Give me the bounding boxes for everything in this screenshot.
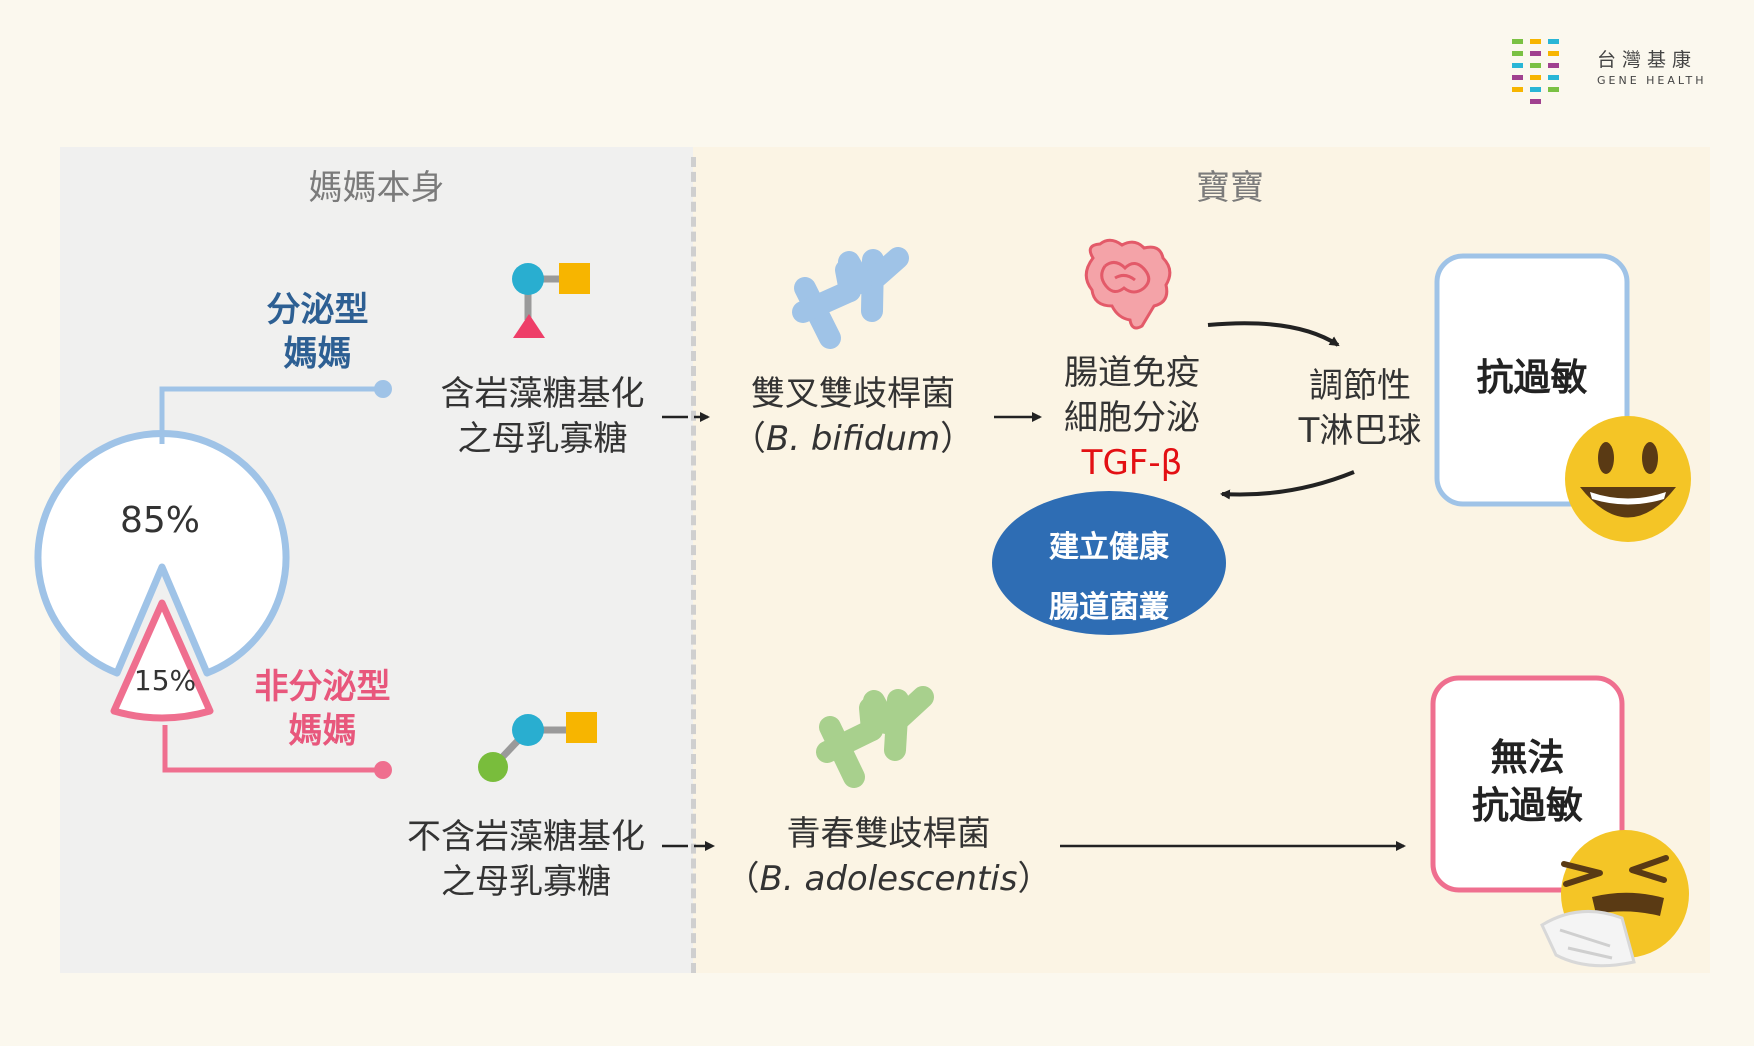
immune-secretion-label: 腸道免疫 細胞分泌 TGF-β (1064, 353, 1200, 483)
no-anti-allergy-label: 無法 抗過敏 (1472, 736, 1583, 827)
arrow-treg-to-immune (1220, 470, 1355, 500)
logo-bars-icon (1512, 39, 1559, 104)
adolescentis-bacteria-icon (816, 686, 934, 788)
bifidum-bacteria-icon (792, 247, 909, 349)
pie-nonsecretor-slice (110, 599, 214, 722)
gut-flora-label: 建立健康 腸道菌叢 (1049, 530, 1169, 625)
pie-nonsecretor-percent: 15% (133, 664, 197, 697)
nonsecretor-connector (162, 725, 383, 773)
bifidum-label: 雙叉雙歧桿菌 （B. bifidum） (731, 374, 975, 459)
pie-secretor-percent: 85% (119, 500, 200, 541)
gut-flora-ellipse (992, 491, 1226, 635)
nonfucosylated-hmo-label: 不含岩藻糖基化 之母乳寡糖 (407, 817, 645, 902)
sneezing-face-icon (1540, 830, 1689, 968)
adolescentis-label: 青春雙歧桿菌 （B. adolescentis） (725, 814, 1052, 899)
outcome-box-no-anti-allergy (1430, 675, 1625, 893)
section-baby-title: 寶寶 (1196, 168, 1264, 208)
fucosylated-hmo-label: 含岩藻糖基化 之母乳寡糖 (440, 374, 645, 459)
secretor-mother-label: 分泌型 媽媽 (266, 290, 369, 374)
logo-name: 台灣基康 (1597, 49, 1698, 71)
happy-face-icon (1565, 416, 1691, 542)
oligosaccharide-fucosylated-icon (512, 263, 590, 338)
logo-tagline: GENE HEALTH (1597, 74, 1707, 87)
section-mother-title: 媽媽本身 (308, 168, 445, 208)
intestine-icon (1084, 238, 1172, 330)
oligosaccharide-nonfucosylated-icon (478, 712, 597, 782)
treg-label: 調節性 T淋巴球 (1298, 366, 1422, 451)
arrow-immune-to-treg (1207, 321, 1340, 347)
panel-divider (691, 157, 696, 973)
nonsecretor-mother-label: 非分泌型 媽媽 (254, 667, 391, 751)
secretor-connector (159, 386, 383, 444)
anti-allergy-label: 抗過敏 (1476, 356, 1588, 399)
